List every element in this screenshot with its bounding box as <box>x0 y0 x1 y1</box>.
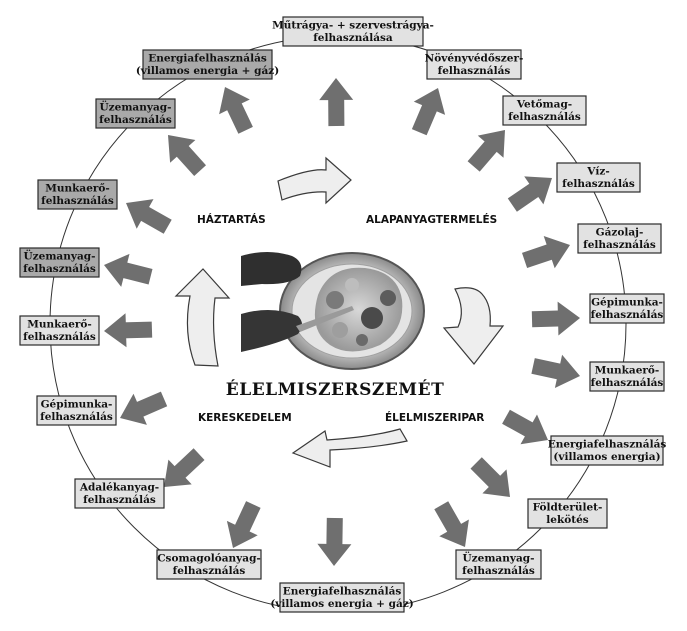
svg-text:Munkaerő-: Munkaerő- <box>45 182 110 195</box>
outward-arrow-10 <box>434 501 469 547</box>
svg-text:Gépimunka-: Gépimunka- <box>41 399 113 411</box>
outward-arrow-19 <box>219 87 253 134</box>
outward-arrow-6 <box>531 301 580 336</box>
plate-photo <box>241 246 434 370</box>
svg-text:Üzemanyag-: Üzemanyag- <box>463 551 535 565</box>
node-viz: Víz- felhasználás <box>556 162 641 193</box>
cycle-arrows <box>174 156 505 468</box>
outward-arrow-11 <box>317 517 352 566</box>
node-gepimunka-left: Gépimunka- felhasználás <box>36 395 117 426</box>
outward-arrow-15 <box>104 313 153 348</box>
svg-text:felhasználás: felhasználás <box>23 331 96 343</box>
outward-arrow-9 <box>470 457 510 497</box>
node-novenyvedoszer: Növényvédőszer- felhasználás <box>425 49 524 80</box>
node-mutragya: Műtrágya- + szervestrágya- felhasználása <box>272 16 434 47</box>
node-vetomag: Vetőmag- felhasználás <box>502 95 587 126</box>
stage-label-alapanyagtermeles: ALAPANYAGTERMELÉS <box>366 213 497 226</box>
node-adalekanyag: Adalékanyag- felhasználás <box>74 478 165 509</box>
cycle-arrow-left <box>174 268 231 367</box>
svg-text:felhasználás: felhasználás <box>41 195 114 207</box>
node-csomagoloanyag: Csomagolóanyag- felhasználás <box>156 549 262 580</box>
node-munkaero-left-light: Munkaerő- felhasználás <box>19 315 100 346</box>
node-munkaero-left-dark: Munkaerő- felhasználás <box>37 179 118 210</box>
svg-text:Gázolaj-: Gázolaj- <box>596 227 644 239</box>
svg-text:felhasználás: felhasználás <box>562 178 635 190</box>
cycle-arrow-right <box>442 287 505 365</box>
outward-arrow-16 <box>104 253 153 287</box>
svg-text:Csomagolóanyag-: Csomagolóanyag- <box>157 553 261 565</box>
outward-arrow-7 <box>531 354 580 388</box>
svg-text:Növényvédőszer-: Növényvédőszer- <box>425 52 524 65</box>
svg-text:(villamos energia + gáz): (villamos energia + gáz) <box>270 598 413 610</box>
svg-text:Víz-: Víz- <box>586 166 609 178</box>
svg-text:Munkaerő-: Munkaerő- <box>595 364 660 377</box>
node-gepimunka-right: Gépimunka- felhasználás <box>589 293 665 324</box>
cycle-arrow-top <box>277 156 352 205</box>
svg-text:felhasználás: felhasználás <box>591 309 664 321</box>
cycle-arrow-bottom <box>291 428 408 468</box>
outward-arrow-3 <box>467 130 505 172</box>
outward-arrow-2 <box>411 88 446 136</box>
svg-text:Üzemanyag-: Üzemanyag- <box>24 249 96 263</box>
svg-text:felhasználás: felhasználás <box>23 263 96 275</box>
node-gazolaj: Gázolaj- felhasználás <box>577 223 662 254</box>
outward-arrow-5 <box>522 236 570 269</box>
stage-labels: HÁZTARTÁS ALAPANYAGTERMELÉS ÉLELMISZERIP… <box>197 213 497 424</box>
svg-text:felhasználás: felhasználás <box>591 377 664 389</box>
svg-text:felhasználás: felhasználás <box>462 565 535 577</box>
outward-arrow-12 <box>226 501 261 548</box>
outward-arrow-14 <box>120 391 168 425</box>
svg-text:felhasználás: felhasználás <box>173 565 246 577</box>
node-foldterulet: Földterület- lekötés <box>527 498 608 529</box>
outward-arrow-1 <box>319 78 354 127</box>
svg-text:Energiafelhasználás: Energiafelhasználás <box>283 586 402 598</box>
node-uzemanyag-left-dark: Üzemanyag- felhasználás <box>19 247 100 278</box>
svg-text:felhasználás: felhasználás <box>99 114 172 126</box>
node-munkaero-right: Munkaerő- felhasználás <box>589 361 665 392</box>
outward-arrow-17 <box>126 199 172 234</box>
svg-text:(villamos energia + gáz): (villamos energia + gáz) <box>136 65 279 77</box>
outward-arrow-13 <box>164 448 205 487</box>
svg-text:Földterület-: Földterület- <box>533 502 603 514</box>
svg-text:lekötés: lekötés <box>546 514 588 526</box>
svg-text:felhasználás: felhasználás <box>40 411 113 423</box>
svg-text:Gépimunka-: Gépimunka- <box>591 297 663 309</box>
node-uzemanyag-upper-left-dark: Üzemanyag- felhasználás <box>95 98 176 129</box>
outward-arrow-8 <box>502 409 548 445</box>
stage-label-haztartas: HÁZTARTÁS <box>197 213 266 226</box>
node-energia-villamos-gaz-top: Energiafelhasználás (villamos energia + … <box>136 49 279 80</box>
svg-text:(villamos energia): (villamos energia) <box>553 451 660 463</box>
svg-text:Energiafelhasználás: Energiafelhasználás <box>148 53 267 65</box>
svg-text:felhasználás: felhasználás <box>438 65 511 77</box>
outward-arrows <box>104 78 580 566</box>
svg-text:felhasználása: felhasználása <box>313 32 393 44</box>
resource-nodes: Műtrágya- + szervestrágya- felhasználása… <box>19 16 667 613</box>
center-title: ÉLELMISZERSZEMÉT <box>226 379 444 400</box>
outward-arrow-18 <box>168 135 206 176</box>
node-energia-villamos: Energiafelhasználás (villamos energia) <box>548 435 667 466</box>
svg-text:felhasználás: felhasználás <box>83 494 156 506</box>
node-uzemanyag-bottom-right: Üzemanyag- felhasználás <box>455 549 542 580</box>
stage-label-elelmiszeripar: ÉLELMISZERIPAR <box>385 411 484 424</box>
svg-text:Vetőmag-: Vetőmag- <box>516 98 572 111</box>
outward-arrow-4 <box>507 176 552 212</box>
svg-text:Munkaerő-: Munkaerő- <box>27 318 92 331</box>
svg-text:Üzemanyag-: Üzemanyag- <box>100 100 172 114</box>
svg-text:felhasználás: felhasználás <box>583 239 656 251</box>
svg-text:Energiafelhasználás: Energiafelhasználás <box>548 439 667 451</box>
node-energia-villamos-gaz-bottom: Energiafelhasználás (villamos energia + … <box>270 582 414 613</box>
svg-text:Műtrágya- + szervestrágya-: Műtrágya- + szervestrágya- <box>272 19 434 32</box>
svg-text:felhasználás: felhasználás <box>508 111 581 123</box>
svg-text:Adalékanyag-: Adalékanyag- <box>79 482 159 494</box>
stage-label-kereskedelem: KERESKEDELEM <box>198 412 292 424</box>
